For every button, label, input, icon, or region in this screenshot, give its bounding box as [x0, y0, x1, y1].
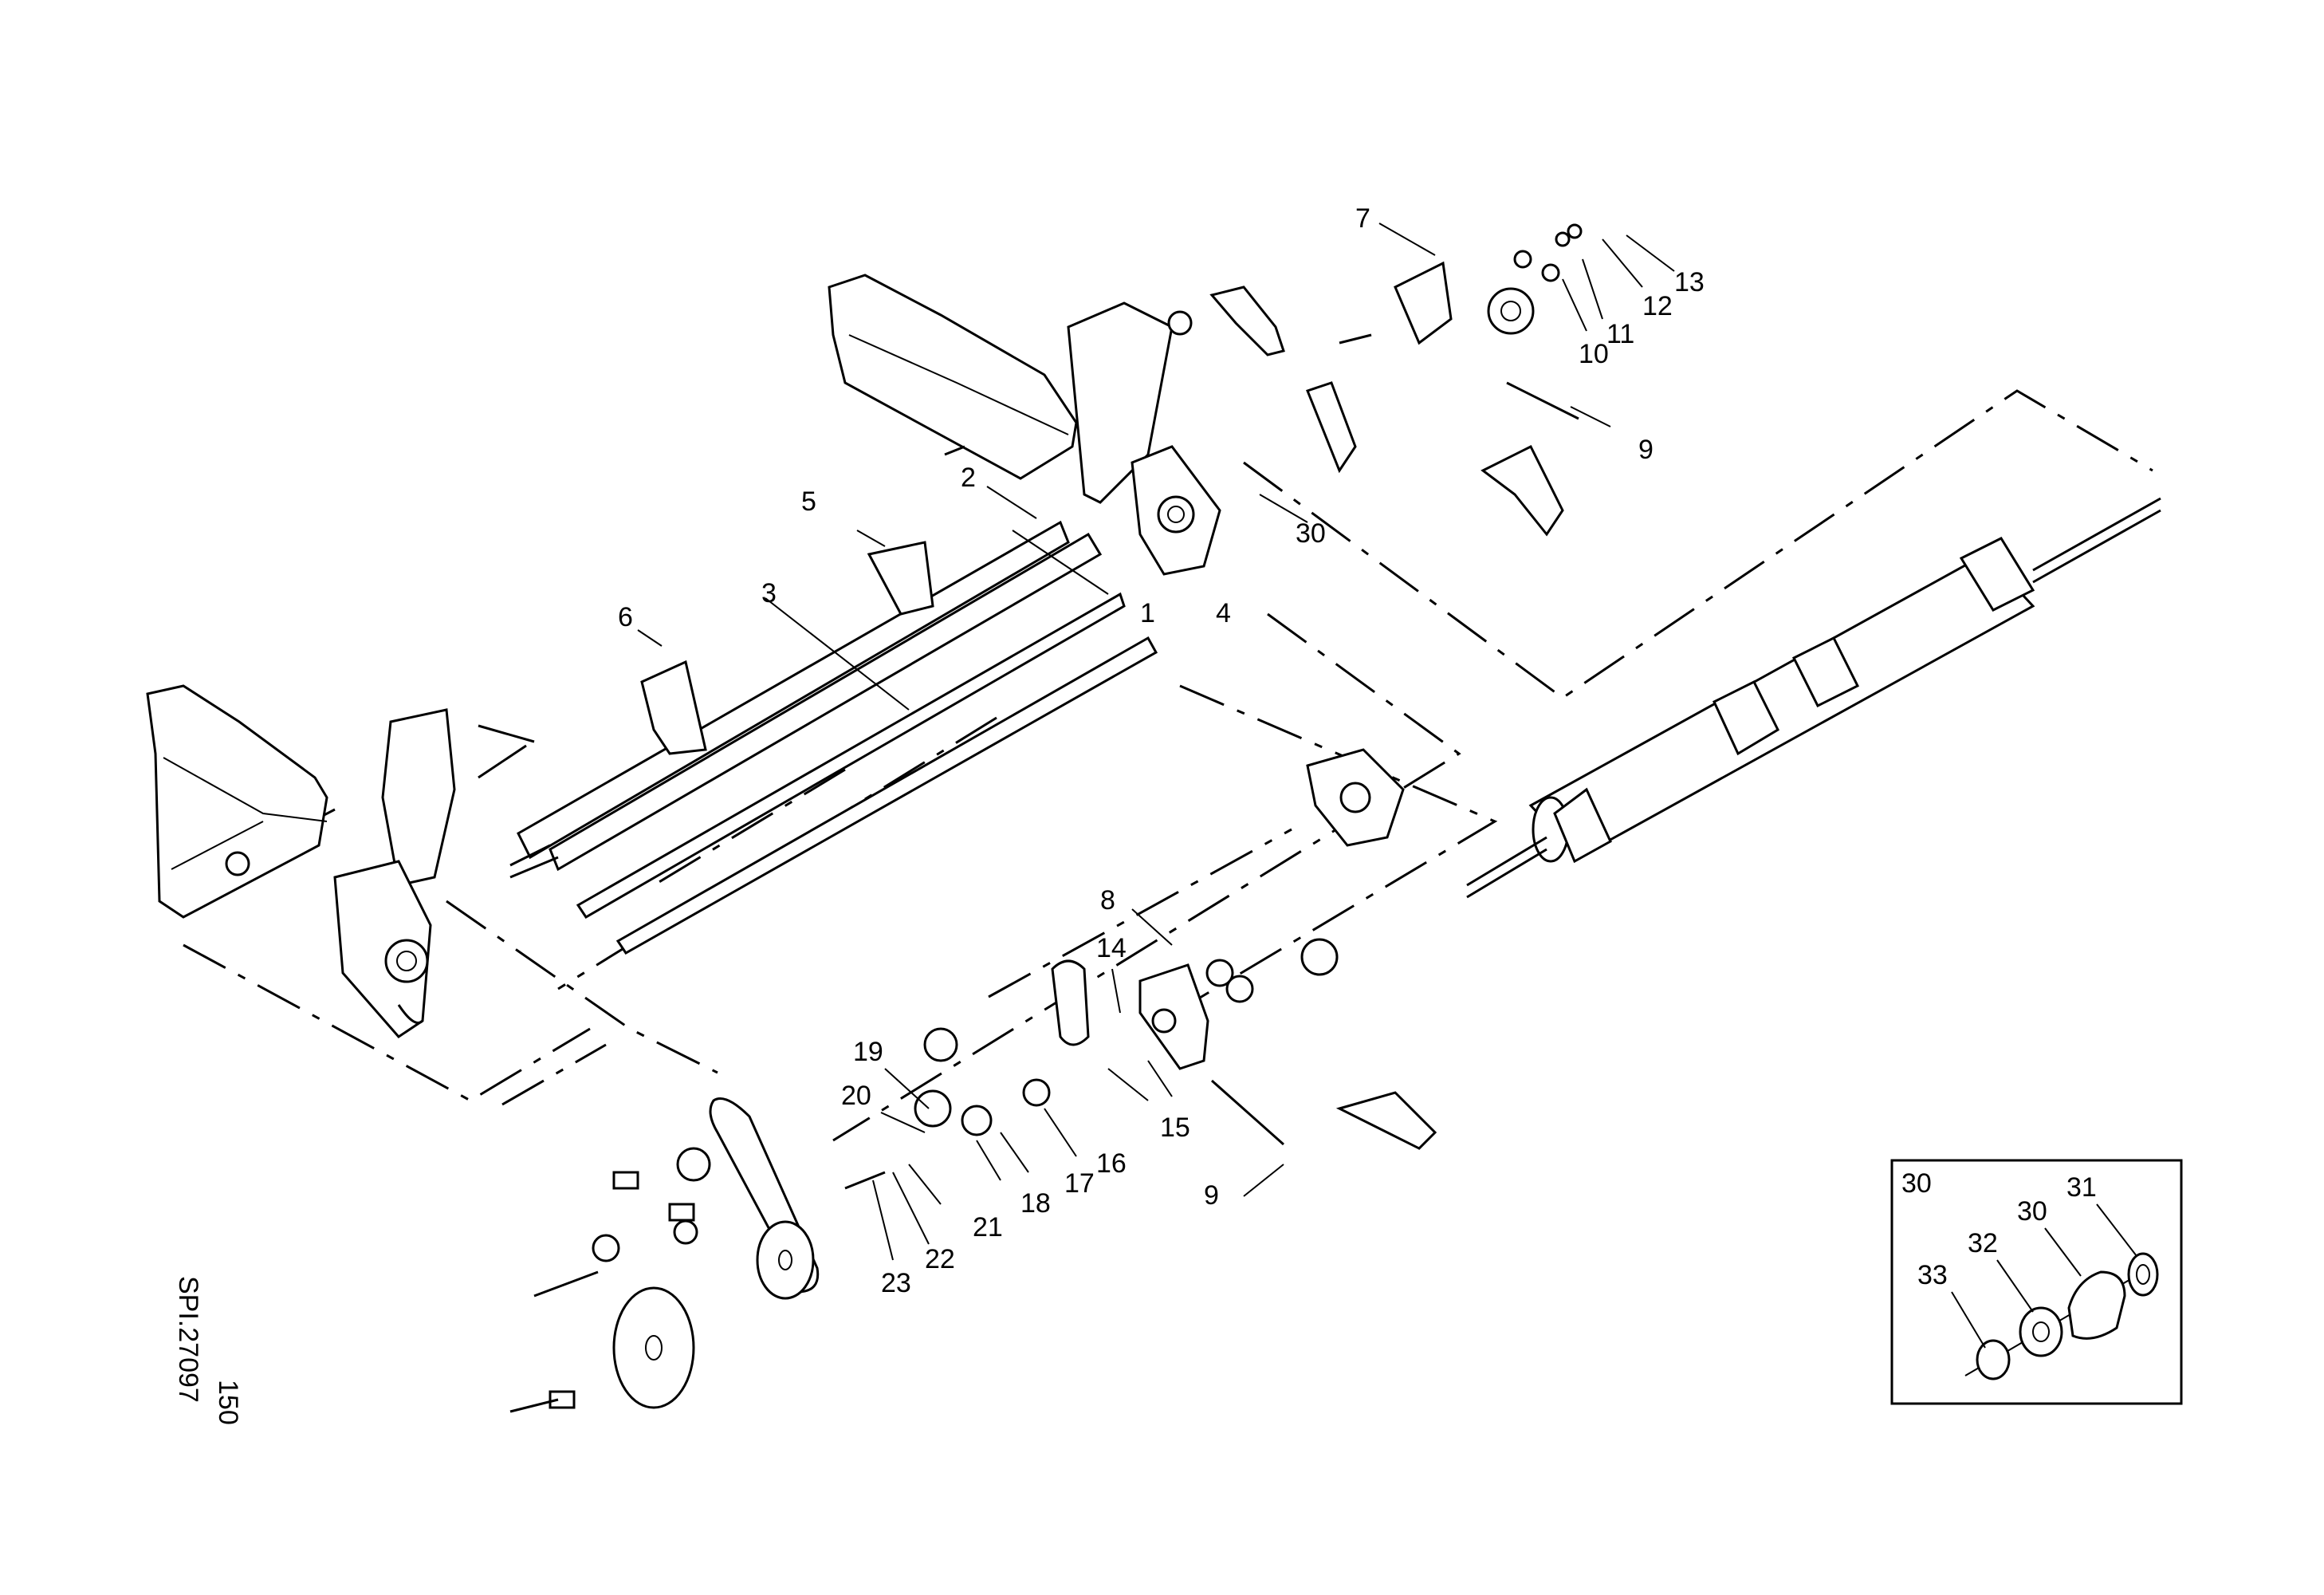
- inset-part-33: [1976, 1339, 2011, 1380]
- callout-6: 6: [618, 602, 633, 632]
- callout-9-lower: 9: [1204, 1180, 1219, 1211]
- lower-right-frame: [1138, 748, 1405, 1070]
- callout-9-upper: 9: [1638, 435, 1654, 465]
- callout-19: 19: [853, 1037, 883, 1067]
- callout-3: 3: [761, 578, 777, 608]
- callout-23: 23: [881, 1268, 911, 1298]
- callout-12: 12: [1642, 291, 1673, 321]
- inset-part-32: [2019, 1306, 2063, 1357]
- top-side-frame: [828, 274, 1285, 576]
- callout-2: 2: [961, 463, 976, 493]
- inset-part-30: [2067, 1270, 2126, 1340]
- callout-18: 18: [1020, 1188, 1051, 1219]
- callout-17: 17: [1064, 1168, 1095, 1199]
- callout-14: 14: [1096, 933, 1127, 963]
- callout-8: 8: [1100, 885, 1115, 916]
- inset-title: 30: [1901, 1168, 1932, 1199]
- callout-7: 7: [1355, 203, 1370, 234]
- callout-20: 20: [841, 1081, 871, 1111]
- callout-leaders: [637, 223, 1675, 1261]
- inset-part-31: [2127, 1252, 2159, 1297]
- callout-22: 22: [925, 1244, 955, 1274]
- callout-5: 5: [801, 486, 816, 517]
- left-side-frame: [146, 684, 535, 1038]
- callout-11: 11: [1606, 319, 1634, 349]
- callout-21: 21: [973, 1212, 1003, 1243]
- inset-callout-32: 32: [1968, 1228, 1998, 1258]
- callout-numbers: 1 2 3 4 5 6 7 8 9 9 10 11 12 13 14 15 16…: [618, 203, 1705, 1298]
- callout-10: 10: [1579, 339, 1609, 369]
- drive-train: [509, 959, 1437, 1413]
- callout-1: 1: [1140, 598, 1155, 628]
- callout-4: 4: [1216, 598, 1231, 628]
- inset-callout-33: 33: [1917, 1260, 1948, 1290]
- callout-15: 15: [1160, 1113, 1190, 1143]
- callout-16: 16: [1096, 1148, 1127, 1179]
- reference-block: 150 SPI.27097: [173, 1276, 243, 1425]
- drawing-code: SPI.27097: [173, 1276, 203, 1403]
- roller-shafts: [509, 520, 1158, 955]
- inset-callout-30: 30: [2017, 1196, 2047, 1227]
- page-number: 150: [213, 1380, 243, 1425]
- inset-callout-31: 31: [2066, 1172, 2097, 1203]
- main-drum: [1466, 497, 2161, 899]
- inset-detail-30: 30 33 32 30 31: [1890, 1159, 2183, 1405]
- upper-right-hardware: [1306, 223, 1583, 537]
- callout-13: 13: [1674, 267, 1705, 297]
- callout-30: 30: [1296, 518, 1326, 549]
